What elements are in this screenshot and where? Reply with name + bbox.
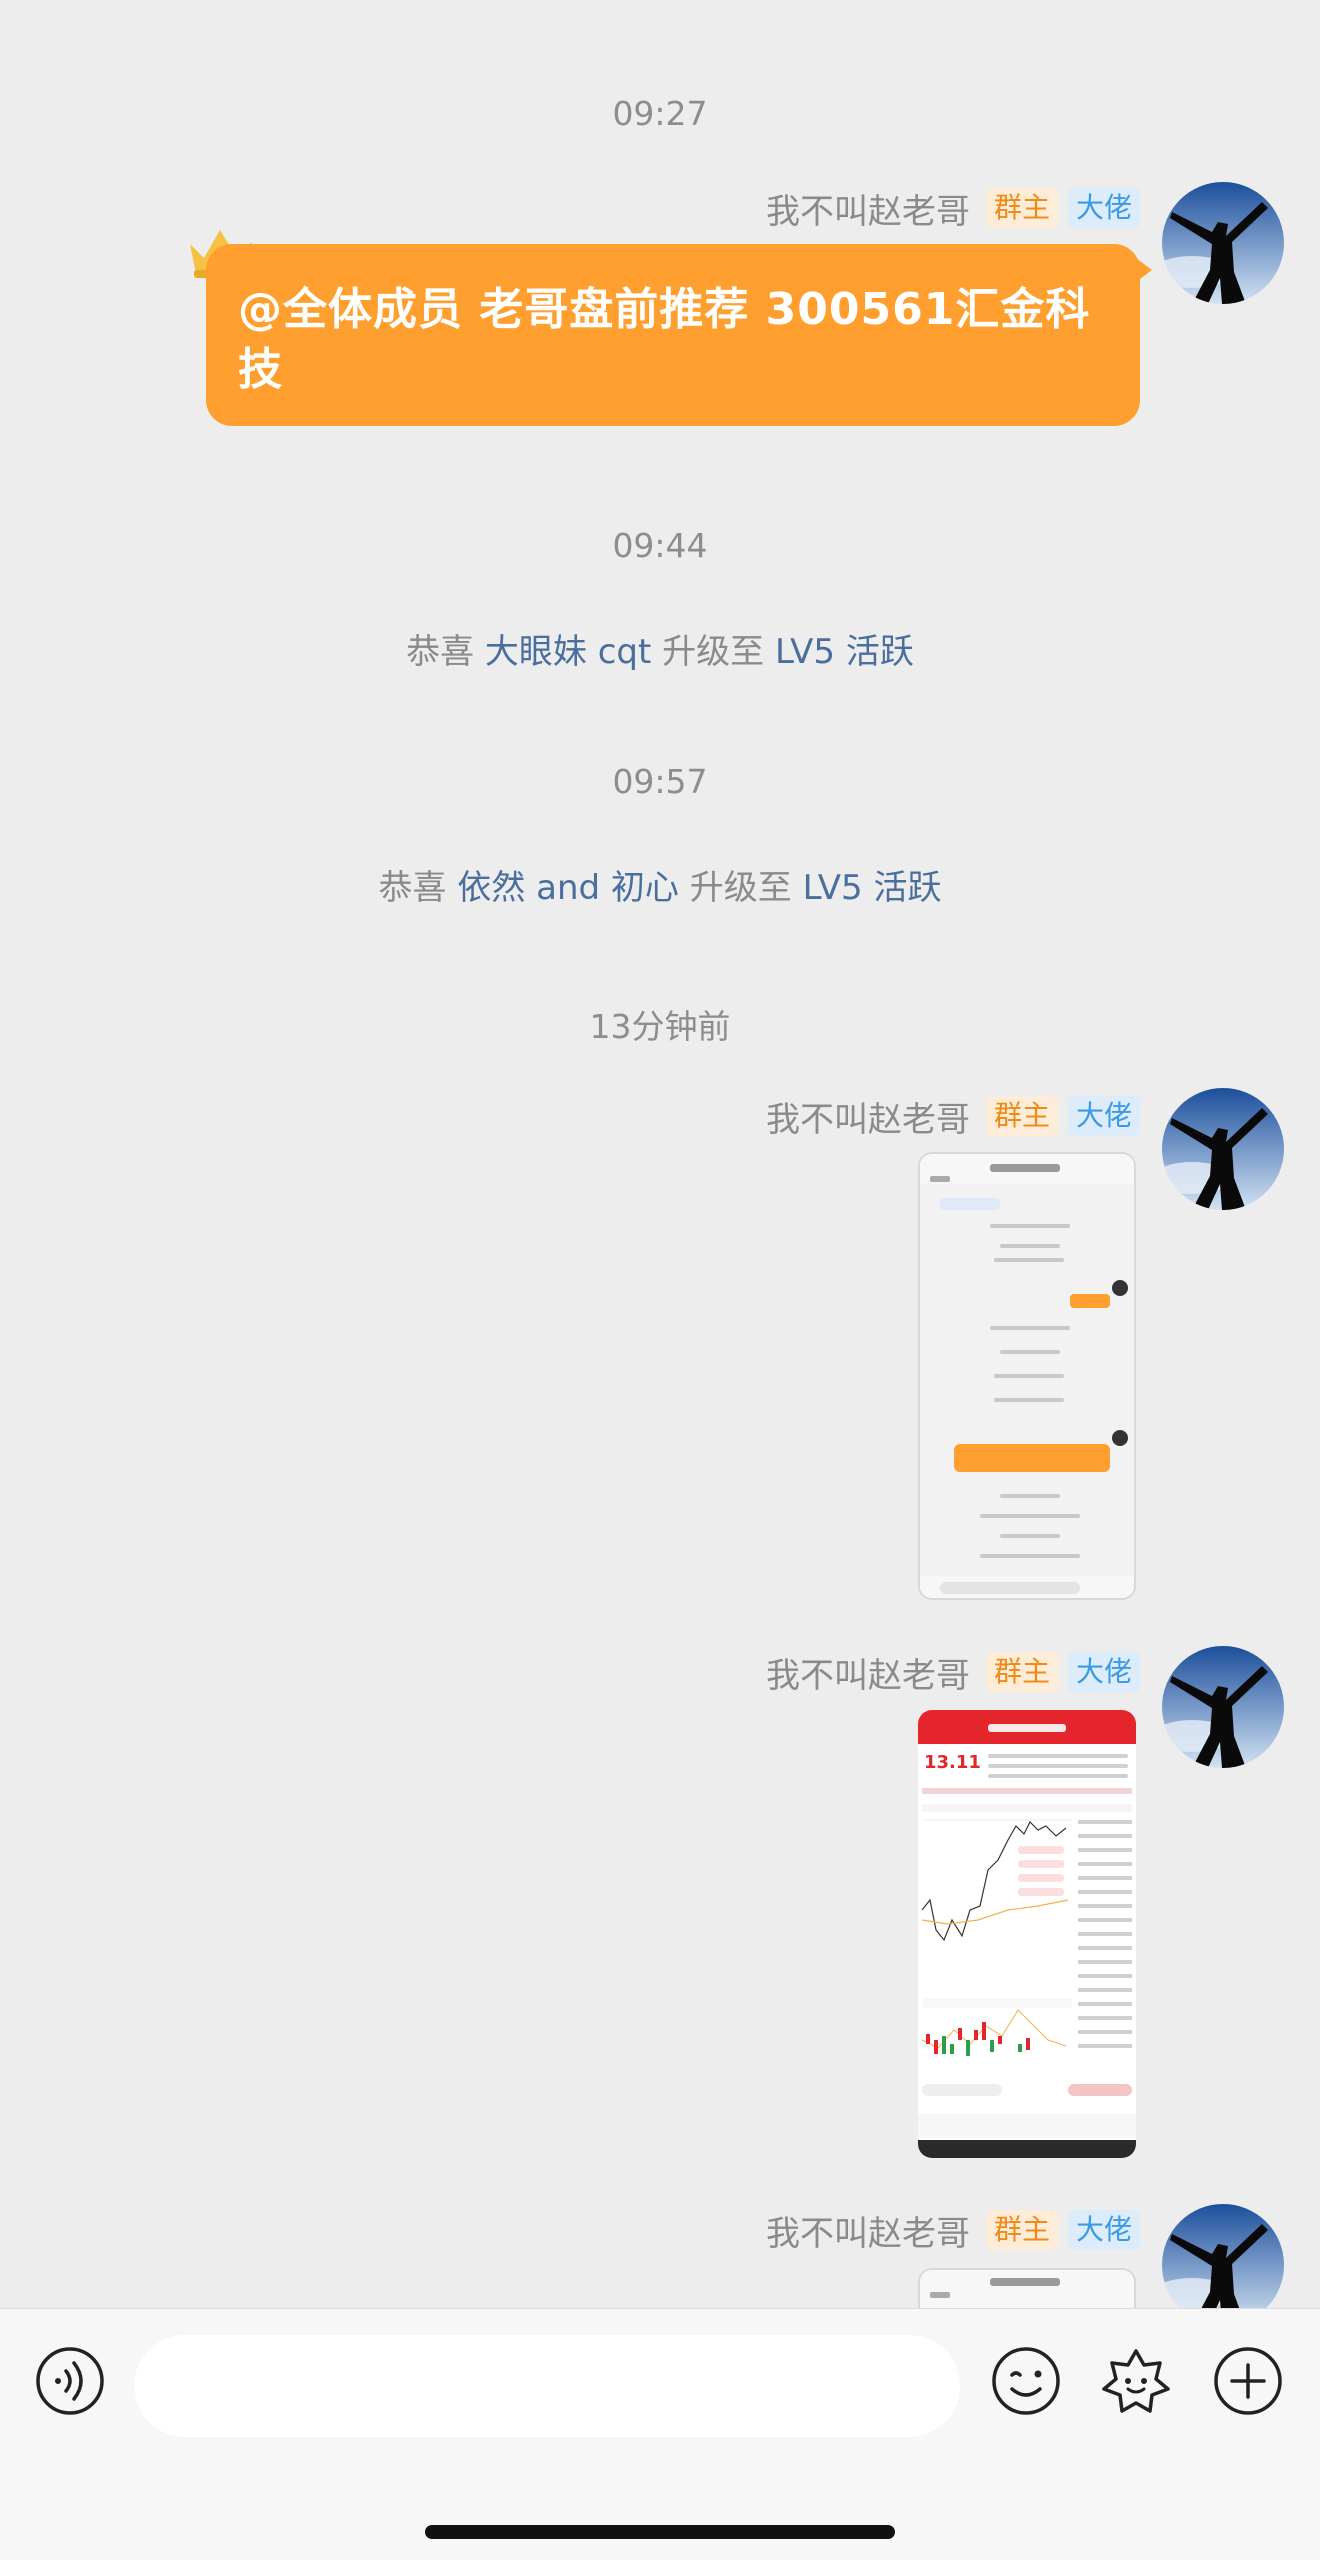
- stock-price: 13.11: [924, 1752, 981, 1773]
- sender-nickname[interactable]: 我不叫赵老哥: [765, 2213, 970, 2254]
- timestamp: 09:44: [612, 526, 708, 565]
- input-toolbar: [0, 2308, 1320, 2560]
- avatar[interactable]: [1162, 182, 1284, 304]
- sender-row: 我不叫赵老哥 群主 大佬: [765, 1094, 1140, 1140]
- owner-badge: 群主: [985, 1652, 1058, 1692]
- system-user-link[interactable]: 大眼妹 cqt: [484, 632, 652, 672]
- sender-nickname[interactable]: 我不叫赵老哥: [765, 1099, 970, 1140]
- system-mid-text: 升级至: [662, 632, 765, 672]
- sticker-icon[interactable]: [1100, 2345, 1172, 2417]
- boss-badge: 大佬: [1067, 188, 1140, 228]
- sender-row: 我不叫赵老哥 群主 大佬: [765, 1650, 1140, 1696]
- avatar[interactable]: [1162, 1646, 1284, 1768]
- message-bubble[interactable]: @全体成员 老哥盘前推荐 300561汇金科技: [206, 244, 1140, 426]
- owner-badge: 群主: [985, 188, 1058, 228]
- sender-nickname[interactable]: 我不叫赵老哥: [765, 191, 970, 232]
- timestamp: 09:57: [612, 762, 708, 801]
- owner-badge: 群主: [985, 1096, 1058, 1136]
- sender-nickname[interactable]: 我不叫赵老哥: [765, 1655, 970, 1696]
- avatar[interactable]: [1162, 2204, 1284, 2308]
- message-input[interactable]: [134, 2335, 960, 2437]
- system-user-link[interactable]: 依然 and 初心: [457, 868, 679, 908]
- plus-icon[interactable]: [1212, 2345, 1284, 2417]
- system-level[interactable]: LV5 活跃: [774, 632, 914, 672]
- home-indicator: [425, 2525, 895, 2539]
- boss-badge: 大佬: [1067, 1096, 1140, 1136]
- owner-badge: 群主: [985, 2210, 1058, 2250]
- boss-badge: 大佬: [1067, 1652, 1140, 1692]
- emoji-icon[interactable]: [990, 2345, 1062, 2417]
- voice-icon[interactable]: [34, 2345, 106, 2417]
- timestamp: 13分钟前: [589, 1007, 731, 1046]
- image-message-stock-chart[interactable]: 13.11: [918, 1710, 1136, 2158]
- system-level[interactable]: LV5 活跃: [802, 868, 942, 908]
- sender-row: 我不叫赵老哥 群主 大佬: [765, 186, 1140, 232]
- image-message-chat-screenshot[interactable]: [918, 2268, 1136, 2308]
- system-notice: 恭喜 依然 and 初心 升级至 LV5 活跃: [0, 860, 1320, 909]
- system-mid-text: 升级至: [689, 868, 792, 908]
- image-message-chat-screenshot[interactable]: [918, 1152, 1136, 1600]
- message-text: @全体成员 老哥盘前推荐 300561汇金科技: [238, 284, 1091, 395]
- avatar[interactable]: [1162, 1088, 1284, 1210]
- boss-badge: 大佬: [1067, 2210, 1140, 2250]
- chat-message-list[interactable]: 09:27 我不叫赵老哥 群主 大佬 @全体成员 老哥盘前推荐 300561汇金…: [0, 0, 1320, 2308]
- sender-row: 我不叫赵老哥 群主 大佬: [765, 2208, 1140, 2254]
- bubble-tail: [1136, 258, 1152, 282]
- system-prefix: 恭喜: [378, 868, 447, 908]
- system-prefix: 恭喜: [406, 632, 475, 672]
- timestamp: 09:27: [612, 94, 708, 133]
- system-notice: 恭喜 大眼妹 cqt 升级至 LV5 活跃: [0, 624, 1320, 673]
